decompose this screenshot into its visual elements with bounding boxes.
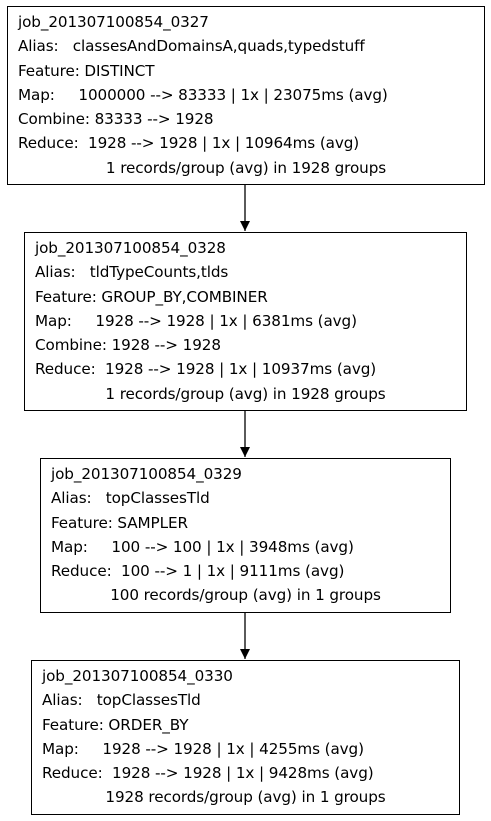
job-reduce: Reduce: 1928 --> 1928 | 1x | 10964ms (av… xyxy=(18,134,360,153)
job-alias: Alias: classesAndDomainsA,quads,typedstu… xyxy=(18,37,365,56)
job-summary: 1 records/group (avg) in 1928 groups xyxy=(105,384,386,403)
job-map: Map: 1928 --> 1928 | 1x | 6381ms (avg) xyxy=(35,311,357,330)
job-node-0330[interactable]: job_201307100854_0330 Alias: topClassesT… xyxy=(31,660,460,815)
job-id: job_201307100854_0328 xyxy=(35,239,226,257)
job-map: Map: 1000000 --> 83333 | 1x | 23075ms (a… xyxy=(18,85,388,104)
job-combine: Combine: 83333 --> 1928 xyxy=(18,110,214,129)
job-map: Map: 1928 --> 1928 | 1x | 4255ms (avg) xyxy=(42,739,364,758)
job-feature: Feature: GROUP_BY,COMBINER xyxy=(35,287,268,306)
job-id: job_201307100854_0329 xyxy=(51,465,242,483)
job-alias: Alias: tldTypeCounts,tlds xyxy=(35,263,229,282)
job-summary: 1928 records/group (avg) in 1 groups xyxy=(105,788,386,807)
job-feature: Feature: DISTINCT xyxy=(18,61,155,80)
job-id: job_201307100854_0327 xyxy=(18,13,209,31)
job-summary: 100 records/group (avg) in 1 groups xyxy=(110,586,381,605)
job-alias: Alias: topClassesTld xyxy=(51,489,210,508)
job-id: job_201307100854_0330 xyxy=(42,667,233,685)
job-node-0329[interactable]: job_201307100854_0329 Alias: topClassesT… xyxy=(40,458,451,613)
job-reduce: Reduce: 1928 --> 1928 | 1x | 9428ms (avg… xyxy=(42,764,374,783)
job-feature: Feature: ORDER_BY xyxy=(42,715,189,734)
job-alias: Alias: topClassesTld xyxy=(42,691,201,710)
job-combine: Combine: 1928 --> 1928 xyxy=(35,336,221,355)
job-reduce: Reduce: 100 --> 1 | 1x | 9111ms (avg) xyxy=(51,562,345,581)
job-feature: Feature: SAMPLER xyxy=(51,513,188,532)
job-node-0328[interactable]: job_201307100854_0328 Alias: tldTypeCoun… xyxy=(24,232,467,411)
job-node-0327[interactable]: job_201307100854_0327 Alias: classesAndD… xyxy=(7,6,485,185)
job-reduce: Reduce: 1928 --> 1928 | 1x | 10937ms (av… xyxy=(35,360,377,379)
job-map: Map: 100 --> 100 | 1x | 3948ms (avg) xyxy=(51,537,354,556)
job-summary: 1 records/group (avg) in 1928 groups xyxy=(105,158,387,177)
